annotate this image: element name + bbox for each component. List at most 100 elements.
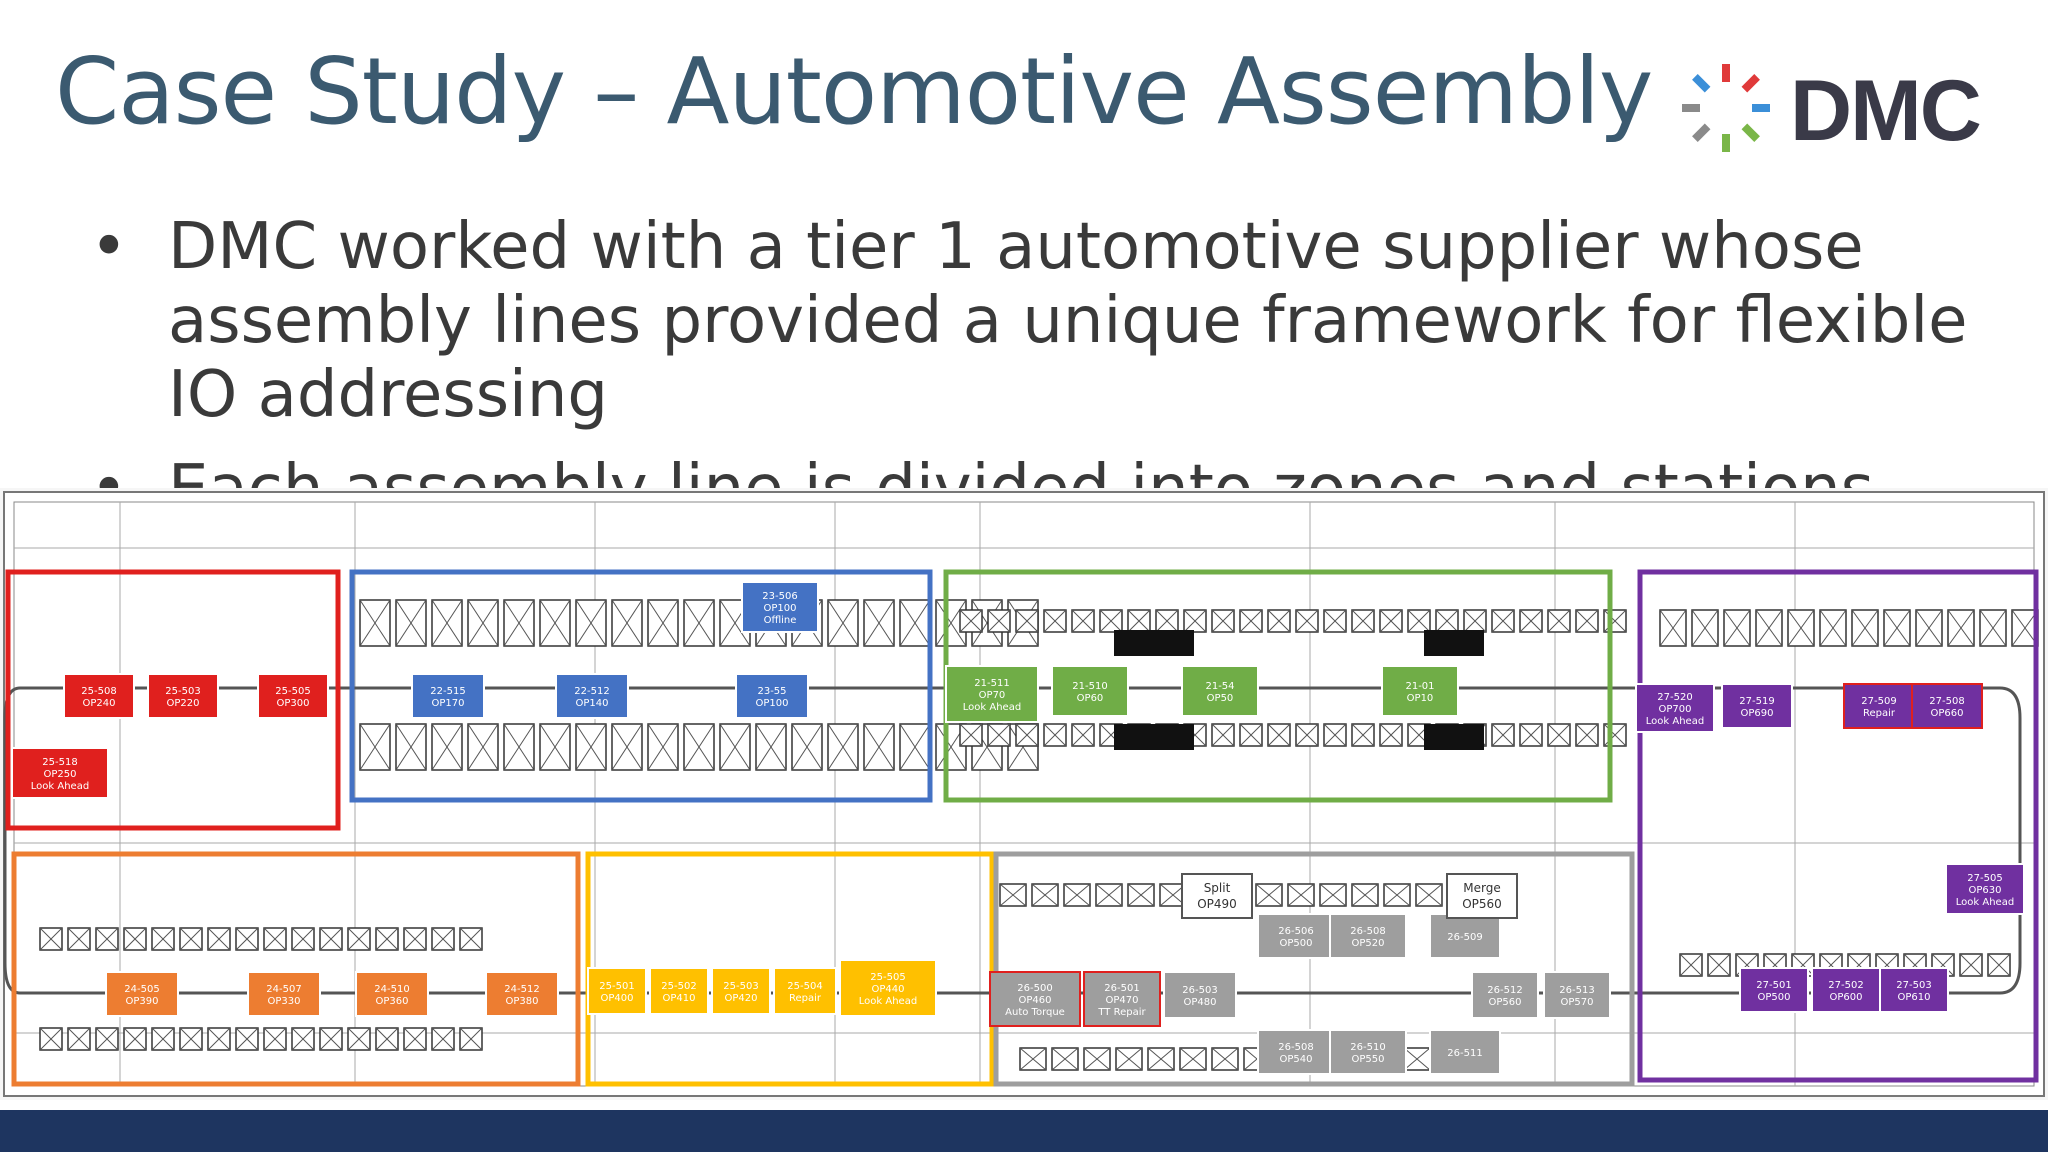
- fixture-cross: [1179, 1047, 1207, 1071]
- machine-block: [1424, 630, 1484, 656]
- fixture-cross: [431, 723, 463, 771]
- station-label-text: OP550: [1352, 1054, 1385, 1065]
- station-label-text: 25-518: [42, 757, 77, 768]
- fixture-cross: [95, 927, 119, 951]
- station-label-text: OP500: [1280, 938, 1313, 949]
- station-labels: 25-508OP24025-503OP22025-505OP30025-518O…: [11, 581, 2025, 1075]
- station-label-text: 24-512: [504, 984, 539, 995]
- station-label-text: 25-503: [723, 981, 758, 992]
- fixture-cross: [1575, 723, 1599, 747]
- fixture-cross: [1015, 723, 1039, 747]
- machine-block: [1114, 630, 1194, 656]
- station-rect: [1257, 913, 1335, 959]
- station-rect: [1945, 863, 2025, 915]
- logo-text: DMC: [1790, 63, 1982, 159]
- station-label-text: Look Ahead: [859, 996, 917, 1007]
- station-label-text: OP700: [1659, 704, 1692, 715]
- fixture-cross: [1319, 883, 1347, 907]
- station-label-text: 26-512: [1487, 985, 1522, 996]
- zone-orange-bottom-left: [11, 851, 581, 1087]
- fixture-cross: [291, 927, 315, 951]
- fixture-cross: [1239, 609, 1263, 633]
- fixture-cross: [1679, 953, 1703, 977]
- fixture-cross: [1547, 723, 1571, 747]
- station-label-text: OP300: [277, 698, 310, 709]
- station-rect: [1329, 1029, 1407, 1075]
- station-label-text: OP70: [979, 690, 1006, 701]
- fixture-cross: [647, 599, 679, 647]
- fixture-cross: [375, 1027, 399, 1051]
- station-label-text: 21-511: [974, 678, 1009, 689]
- fixture-cross: [1255, 883, 1283, 907]
- station-rect: [1635, 683, 1715, 733]
- fixture-cross: [39, 1027, 63, 1051]
- fixture-cross: [347, 927, 371, 951]
- station-rect: [839, 959, 937, 1017]
- station-rect: [587, 967, 647, 1015]
- station-rect: [247, 971, 321, 1017]
- fixture-cross: [1099, 609, 1123, 633]
- fixture-cross: [1883, 609, 1911, 647]
- station-label-text: 27-508: [1929, 696, 1964, 707]
- station-label-text: 22-512: [574, 686, 609, 697]
- bullet-dot-icon: •: [90, 210, 128, 284]
- station-label-text: 24-505: [124, 984, 159, 995]
- fixture-cross: [403, 1027, 427, 1051]
- fixture-cross: [575, 599, 607, 647]
- fixture-cross: [403, 927, 427, 951]
- fixture-cross: [207, 1027, 231, 1051]
- fixture-cross: [863, 723, 895, 771]
- station-label-text: 21-54: [1205, 681, 1234, 692]
- fixture-cross: [467, 723, 499, 771]
- fixture-cross: [123, 1027, 147, 1051]
- station-label-text: 26-503: [1182, 985, 1217, 996]
- fixture-cross: [1575, 609, 1599, 633]
- station-rect: [773, 967, 837, 1015]
- fixture-cross: [1015, 609, 1039, 633]
- station-rect: [1843, 683, 1915, 729]
- station-rect: [1879, 967, 1949, 1013]
- fixture-cross: [67, 927, 91, 951]
- station-label-text: OP140: [576, 698, 609, 709]
- fixture-cross: [1519, 723, 1543, 747]
- station-label-text: Look Ahead: [31, 781, 89, 792]
- fixture-cross: [291, 1027, 315, 1051]
- fixture-cross: [1323, 723, 1347, 747]
- station-label-text: 24-507: [266, 984, 301, 995]
- station-box: 26-511: [1429, 1029, 1501, 1075]
- station-label-text: 26-511: [1447, 1048, 1482, 1059]
- split-merge-labels: Split OP490 Merge OP560: [1181, 873, 1518, 919]
- fixture-cross: [1083, 1047, 1111, 1071]
- fixture-cross: [1851, 609, 1879, 647]
- zone-blue-top: [349, 569, 933, 803]
- station-label-text: OP570: [1561, 997, 1594, 1008]
- station-label-text: 25-503: [165, 686, 200, 697]
- fixture-cross: [375, 927, 399, 951]
- station-label-text: OP410: [663, 993, 696, 1004]
- station-rect: [1083, 971, 1161, 1027]
- station-label-text: Repair: [789, 993, 822, 1004]
- fixture-cross: [431, 599, 463, 647]
- fixture-cross: [959, 723, 983, 747]
- station-label-text: 27-502: [1828, 980, 1863, 991]
- fixture-cross: [1547, 609, 1571, 633]
- fixture-cross: [395, 599, 427, 647]
- station-label-text: OP470: [1106, 995, 1139, 1006]
- fixture-cross: [1267, 609, 1291, 633]
- zone-gray-bottom: [993, 851, 1635, 1087]
- station-rect: [1181, 665, 1259, 717]
- fixture-cross: [1415, 883, 1443, 907]
